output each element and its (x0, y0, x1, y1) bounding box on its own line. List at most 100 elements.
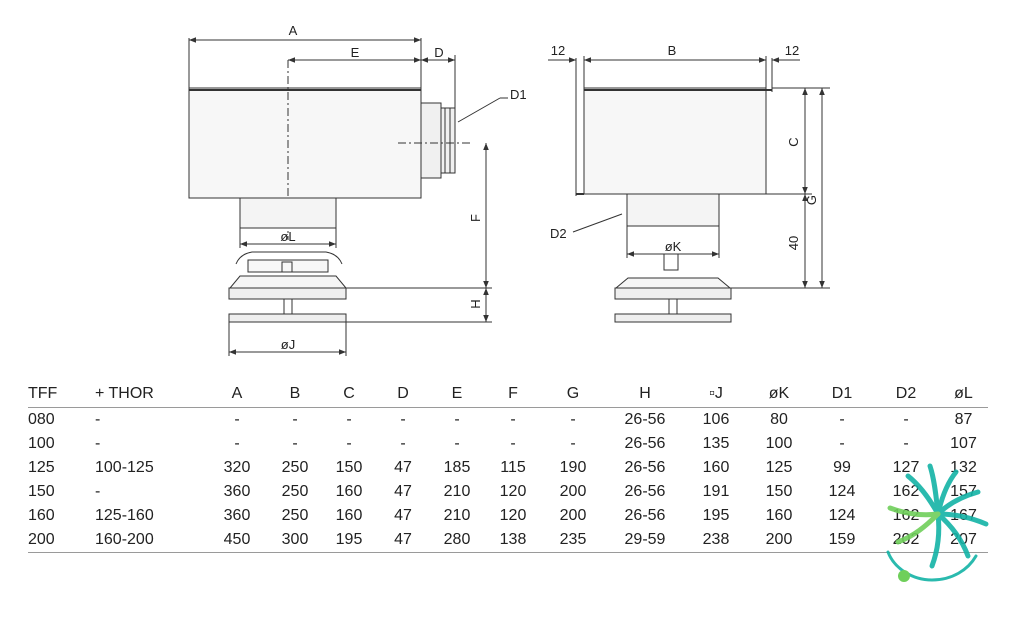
table-cell: 26-56 (624, 483, 666, 500)
table-cell: 210 (443, 483, 471, 500)
table-cell: 138 (485, 528, 541, 553)
table-cell: 125 (28, 459, 55, 476)
table-cell: 150 (765, 483, 793, 500)
column-header: A (205, 381, 269, 408)
table-cell: - (292, 411, 298, 428)
table-cell: 26-56 (624, 411, 666, 428)
table-cell: 280 (429, 528, 485, 553)
label-l: øL (280, 229, 295, 244)
table-cell: 159 (811, 528, 873, 553)
table-cell: 120 (499, 507, 527, 524)
table-cell: 200 (559, 507, 587, 524)
column-header: B (269, 381, 321, 408)
table-cell: - (570, 411, 576, 428)
table-cell: 80 (770, 411, 788, 428)
table-cell: 360 (223, 483, 251, 500)
table-cell: 160 (335, 507, 363, 524)
table-cell: 125 (765, 459, 793, 476)
table-cell: 250 (281, 507, 309, 524)
table-cell: - (839, 411, 845, 428)
front-view (548, 56, 830, 323)
table-cell: 185 (443, 459, 471, 476)
label-d2: D2 (550, 226, 567, 241)
table-cell: - (903, 411, 909, 428)
table-cell: 120 (499, 483, 527, 500)
table-cell: 250 (281, 483, 309, 500)
label-d1: D1 (510, 87, 527, 102)
column-header: C (321, 381, 377, 408)
column-header: E (429, 381, 485, 408)
table-cell: 320 (223, 459, 251, 476)
side-view (188, 37, 508, 356)
table-cell: 26-56 (624, 459, 666, 476)
table-cell: 47 (394, 459, 412, 476)
table-cell: 195 (321, 528, 377, 553)
table-cell: 127 (892, 459, 920, 476)
label-b: B (668, 43, 677, 58)
table-cell: 99 (833, 459, 851, 476)
table-cell: - (95, 435, 101, 452)
table-cell: - (510, 435, 516, 452)
table-cell: 235 (541, 528, 605, 553)
table-cell: - (234, 411, 240, 428)
table-cell: 150 (335, 459, 363, 476)
label-j: øJ (281, 337, 295, 352)
table-cell: 191 (702, 483, 730, 500)
table-cell: 160-200 (95, 528, 205, 553)
table-cell: - (234, 435, 240, 452)
label-12-right: 12 (785, 43, 799, 58)
table-cell: 200 (747, 528, 811, 553)
table-cell: 300 (269, 528, 321, 553)
table-cell: 190 (559, 459, 587, 476)
table-cell: 29-59 (605, 528, 685, 553)
table-cell: 135 (702, 435, 730, 452)
label-d: D (434, 45, 443, 60)
column-header: + THOR (95, 381, 205, 408)
table-cell: 100-125 (95, 459, 154, 476)
table-cell: 160 (702, 459, 730, 476)
column-header: G (541, 381, 605, 408)
table-cell: 150 (28, 483, 55, 500)
table-cell: 47 (394, 507, 412, 524)
table-cell: 200 (559, 483, 587, 500)
label-g: G (804, 195, 819, 205)
table-cell: - (292, 435, 298, 452)
column-header: øK (747, 381, 811, 408)
table-cell: 360 (223, 507, 251, 524)
column-header: D (377, 381, 429, 408)
column-header: D1 (811, 381, 873, 408)
table-cell: - (400, 411, 406, 428)
table-cell: 210 (443, 507, 471, 524)
table-cell: 100 (765, 435, 793, 452)
table-cell: - (346, 411, 352, 428)
table-cell: 26-56 (624, 435, 666, 452)
table-cell: 107 (950, 435, 977, 452)
table-cell: - (95, 483, 101, 500)
table-cell: 238 (685, 528, 747, 553)
label-12-left: 12 (551, 43, 565, 58)
label-f: F (468, 214, 483, 222)
table-cell: 160 (765, 507, 793, 524)
table-cell: - (95, 411, 101, 428)
table-cell: 080 (28, 411, 55, 428)
label-c: C (786, 137, 801, 146)
table-cell: - (839, 435, 845, 452)
table-cell: - (454, 411, 460, 428)
label-40: 40 (786, 236, 801, 250)
company-logo-icon (886, 463, 989, 582)
table-cell: 106 (702, 411, 730, 428)
table-cell: 124 (828, 507, 856, 524)
table-cell: 100 (28, 435, 55, 452)
column-header: øL (939, 381, 988, 408)
table-cell: 195 (702, 507, 730, 524)
column-header: D2 (873, 381, 939, 408)
label-e: E (351, 45, 360, 60)
table-cell: 115 (500, 459, 526, 476)
table-cell: 124 (828, 483, 856, 500)
technical-drawing: A E D D1 F H øL øJ 12 B 12 C G 40 D2 øK (188, 23, 830, 356)
